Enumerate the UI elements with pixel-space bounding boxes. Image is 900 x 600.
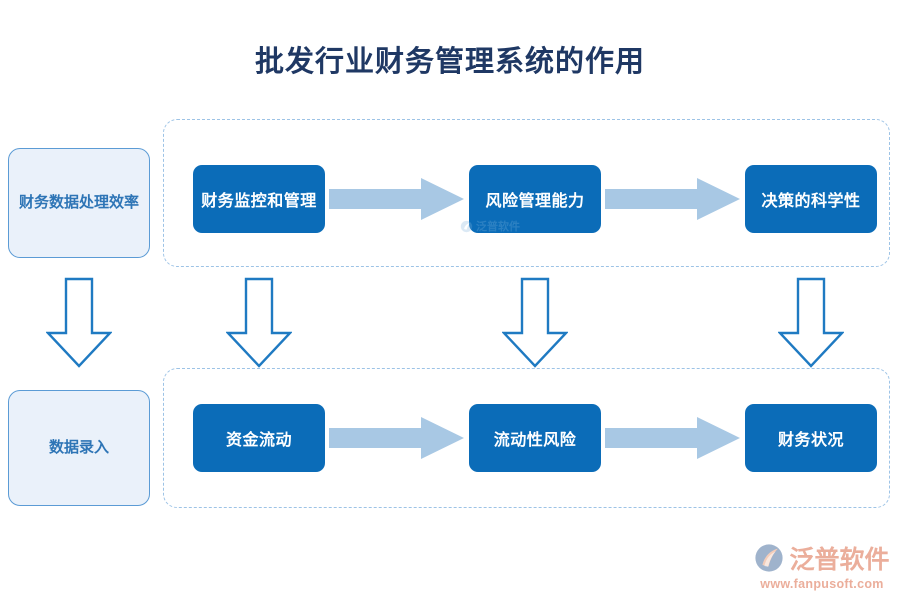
side-box-financial-data-efficiency[interactable]: 财务数据处理效率 bbox=[8, 148, 150, 258]
brand-url: www.fanpusoft.com bbox=[760, 577, 884, 591]
arrow-down-icon bbox=[225, 277, 293, 369]
brand-name: 泛普软件 bbox=[789, 546, 890, 574]
arrow-down-icon bbox=[501, 277, 569, 369]
process-box-bottom-3[interactable]: 财务状况 bbox=[745, 404, 877, 472]
process-box-bottom-2[interactable]: 流动性风险 bbox=[469, 404, 601, 472]
page-title: 批发行业财务管理系统的作用 bbox=[254, 46, 645, 78]
arrow-right-icon bbox=[329, 417, 464, 459]
arrow-right-icon bbox=[605, 417, 740, 459]
process-box-top-3[interactable]: 决策的科学性 bbox=[745, 165, 877, 233]
arrow-down-icon bbox=[45, 277, 113, 369]
dashed-group-bottom bbox=[163, 368, 890, 508]
fanpu-logo-icon bbox=[755, 544, 784, 572]
process-box-bottom-1[interactable]: 资金流动 bbox=[193, 404, 325, 472]
process-box-top-1[interactable]: 财务监控和管理 bbox=[193, 165, 325, 233]
arrow-right-icon bbox=[329, 178, 464, 220]
dashed-group-top bbox=[163, 119, 890, 267]
brand-logo: 泛普软件 www.fanpusoft.com bbox=[752, 540, 892, 591]
arrow-down-icon bbox=[777, 277, 845, 369]
arrow-right-icon bbox=[605, 178, 740, 220]
side-box-data-entry[interactable]: 数据录入 bbox=[8, 390, 150, 506]
process-box-top-2[interactable]: 风险管理能力 bbox=[469, 165, 601, 233]
